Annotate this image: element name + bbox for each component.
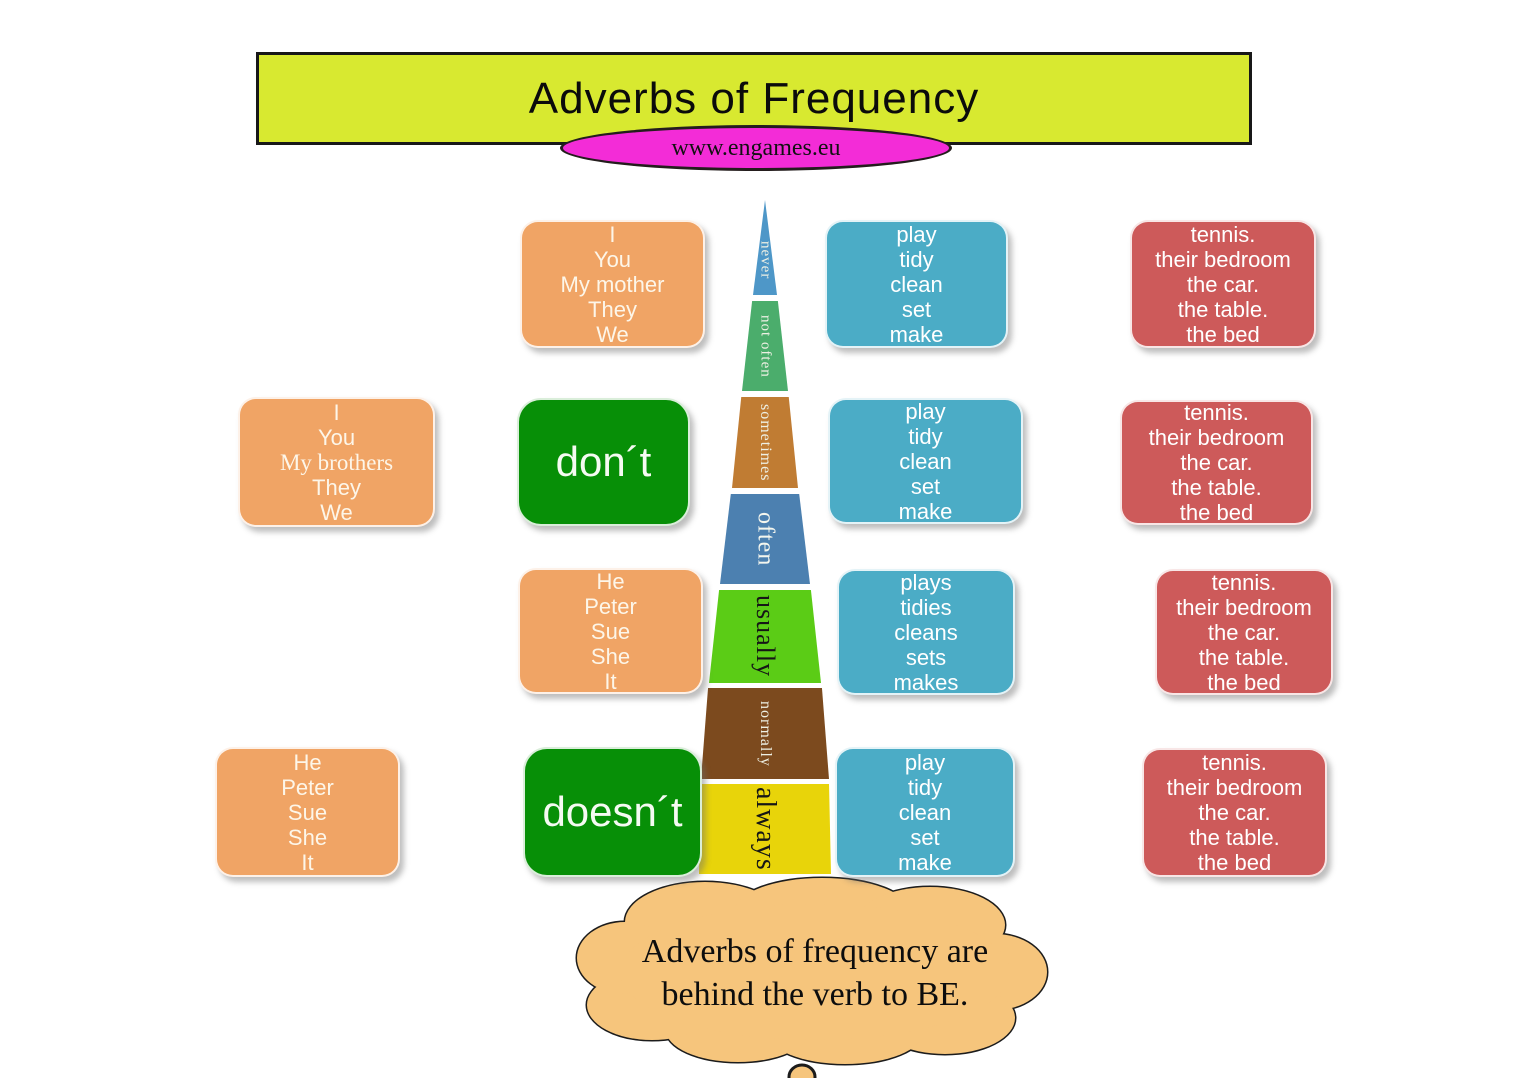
subjects-box-row3: He Peter Sue She It	[518, 568, 703, 694]
verbs-box-row3: plays tidies cleans sets makes	[837, 569, 1015, 695]
pyramid-segment-sometimes: sometimes	[732, 397, 798, 488]
subjects-row4-text: He Peter Sue She It	[281, 749, 334, 875]
auxiliary-box-dont: don´t	[517, 398, 690, 526]
objects-box-row2: tennis. their bedroom the car. the table…	[1120, 400, 1313, 525]
pyramid-segment-always: always	[699, 784, 831, 874]
cloud-callout-text: Adverbs of frequency are behind the verb…	[565, 930, 1065, 1016]
pyramid-segment-normally: normally	[701, 688, 829, 779]
subjects-box-row1: I You My mother They We	[520, 220, 705, 348]
objects-box-row3: tennis. their bedroom the car. the table…	[1155, 569, 1333, 695]
verbs-box-row4: play tidy clean set make	[835, 747, 1015, 877]
objects-row2-text: tennis. their bedroom the car. the table…	[1148, 400, 1285, 525]
pyramid-label-often: often	[752, 511, 779, 567]
cloud-callout-shape	[575, 876, 1049, 1078]
subjects-row2-top: I You	[317, 399, 356, 450]
objects-row3-text: tennis. their bedroom the car. the table…	[1176, 569, 1312, 695]
objects-box-row1: tennis. their bedroom the car. the table…	[1130, 220, 1316, 348]
pyramid-label-not-often: not often	[757, 314, 774, 378]
pyramid-label-normally: normally	[757, 700, 774, 767]
page-title: Adverbs of Frequency	[528, 73, 980, 123]
pyramid-segment-usually: usually	[709, 590, 821, 683]
verbs-row1-text: play tidy clean set make	[889, 221, 944, 347]
pyramid-label-usually: usually	[751, 595, 780, 678]
pyramid-label-never: never	[757, 241, 774, 280]
subjects-row1-text: I You My mother They We	[560, 221, 665, 347]
subjects-box-row4: He Peter Sue She It	[215, 747, 400, 877]
pyramid-label-always: always	[750, 787, 781, 871]
pyramid-segment-not-often: not often	[742, 301, 788, 391]
dont-text: don´t	[555, 438, 652, 485]
pyramid-label-sometimes: sometimes	[757, 403, 774, 482]
cloud-text-line2: behind the verb to BE.	[661, 976, 969, 1013]
pyramid-segment-often: often	[720, 494, 810, 584]
cloud-text-line1: Adverbs of frequency are	[641, 933, 989, 970]
subjects-row2-serif-line: My brothers	[279, 449, 394, 475]
subjects-row2-bottom: They We	[312, 474, 361, 525]
verbs-box-row1: play tidy clean set make	[825, 220, 1008, 348]
objects-box-row4: tennis. their bedroom the car. the table…	[1142, 748, 1327, 877]
subjects-box-row2: I You My brothers They We	[238, 397, 435, 527]
thought-bubble-dot	[787, 1063, 817, 1078]
objects-row4-text: tennis. their bedroom the car. the table…	[1166, 750, 1303, 875]
pyramid-segment-never: never	[753, 200, 777, 295]
doesnt-text: doesn´t	[542, 788, 683, 835]
verbs-row3-text: plays tidies cleans sets makes	[893, 569, 959, 695]
verbs-box-row2: play tidy clean set make	[828, 398, 1023, 524]
website-url: www.engames.eu	[671, 134, 841, 161]
verbs-row2-text: play tidy clean set make	[898, 398, 953, 524]
subjects-row3-text: He Peter Sue She It	[584, 568, 637, 694]
website-badge: www.engames.eu	[560, 125, 952, 171]
verbs-row4-text: play tidy clean set make	[898, 749, 952, 875]
auxiliary-box-doesnt: doesn´t	[523, 747, 702, 877]
objects-row1-text: tennis. their bedroom the car. the table…	[1155, 221, 1291, 347]
